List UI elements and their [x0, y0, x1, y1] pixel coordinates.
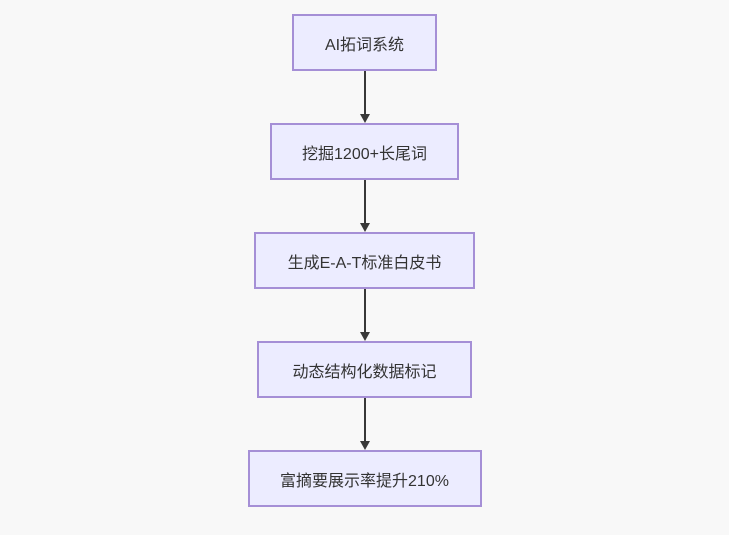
- arrow-line: [363, 289, 366, 332]
- flow-node-ai-word-expansion-system: AI拓词系统: [292, 14, 437, 71]
- arrow-line: [363, 180, 366, 223]
- arrowhead-icon: [359, 332, 370, 341]
- flow-node-label: AI拓词系统: [324, 36, 405, 54]
- arrow-line: [363, 71, 366, 114]
- flow-node-label: 富摘要展示率提升210%: [280, 472, 449, 490]
- flow-node-dynamic-structured-data-markup: 动态结构化数据标记: [257, 341, 472, 398]
- flow-node-generate-eat-whitepaper: 生成E-A-T标准白皮书: [254, 232, 475, 289]
- flow-node-label: 挖掘1200+长尾词: [302, 145, 427, 163]
- arrow-down-3: [359, 289, 370, 341]
- flowchart: AI拓词系统 挖掘1200+长尾词 生成E-A-T标准白皮书 动态结构化数据标记: [0, 14, 729, 507]
- flow-node-label: 生成E-A-T标准白皮书: [287, 254, 442, 272]
- arrow-down-4: [359, 398, 370, 450]
- arrowhead-icon: [359, 441, 370, 450]
- flow-node-label: 动态结构化数据标记: [292, 363, 437, 381]
- flow-node-mine-longtail-keywords: 挖掘1200+长尾词: [270, 123, 459, 180]
- flow-node-rich-snippet-rate-increase: 富摘要展示率提升210%: [247, 450, 482, 507]
- arrow-down-2: [359, 180, 370, 232]
- arrow-line: [363, 398, 366, 441]
- arrowhead-icon: [359, 114, 370, 123]
- arrow-down-1: [359, 71, 370, 123]
- arrowhead-icon: [359, 223, 370, 232]
